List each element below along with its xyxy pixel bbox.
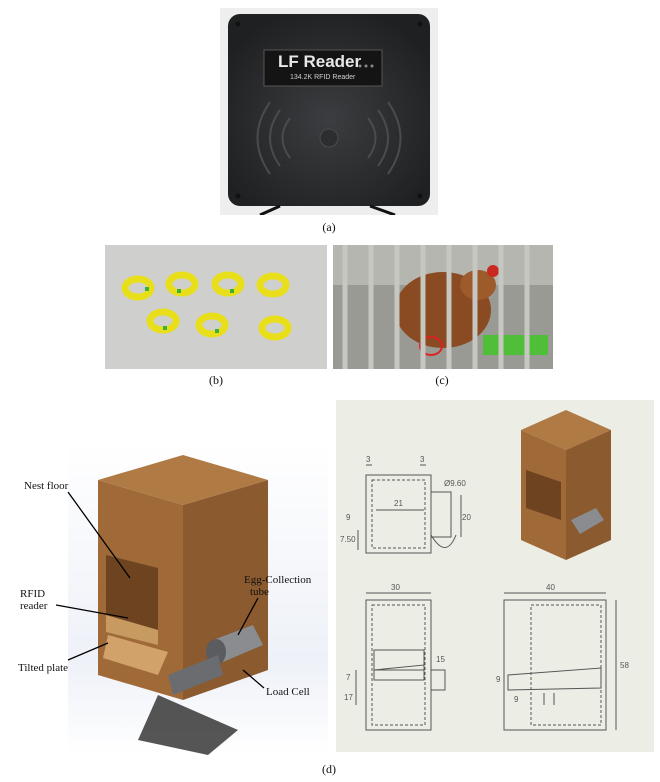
hen-cage-illustration [333,245,553,369]
dim-diameter: Ø9.60 [444,479,466,488]
dim-40: 40 [546,583,555,592]
dim-7: 7 [346,673,351,682]
dim-15: 15 [436,655,445,664]
nest-box-render: Nest floor RFID reader Egg-Collection tu… [8,440,328,755]
dim-3a: 3 [366,455,371,464]
dim-30: 30 [391,583,400,592]
caption-c: (c) [435,373,449,387]
photo-rfid-reader: LF Reader 134.2K RFID Reader [220,8,438,215]
dim-21: 21 [394,499,403,508]
caption-d: (d) [322,762,336,776]
orthographic-views: 3 3 Ø9.60 21 20 7.50 9 30 15 7 17 40 58 … [336,400,654,752]
dim-17: 17 [344,693,353,702]
dim-3b: 3 [420,455,425,464]
label-rfid-reader-2: reader [20,600,48,612]
label-nest-floor: Nest floor [24,480,69,492]
dim-9: 9 [346,513,351,522]
dim-9b: 9 [514,695,519,704]
dim-9a: 9 [496,675,501,684]
label-tilted-plate: Tilted plate [18,662,69,674]
nest-box-3d-illustration [55,440,328,755]
rfid-reader-illustration [220,8,438,215]
photo-leg-bands [105,245,327,369]
photo-hen-in-cage [333,245,553,369]
label-egg-tube-1: Egg-Collection [244,574,312,586]
dim-58: 58 [620,661,629,670]
dim-20: 20 [462,513,471,522]
caption-a: (a) [322,220,336,234]
device-title: LF Reader [278,52,362,71]
device-subtitle: 134.2K RFID Reader [290,74,356,81]
label-egg-tube-2: tube [250,586,269,598]
label-load-cell: Load Cell [266,686,310,698]
caption-b: (b) [209,373,223,387]
label-rfid-reader-1: RFID [20,588,46,600]
dim-750: 7.50 [340,535,356,544]
technical-drawing: 3 3 Ø9.60 21 20 7.50 9 30 15 7 17 40 58 … [336,400,654,752]
leg-bands-illustration [105,245,327,369]
